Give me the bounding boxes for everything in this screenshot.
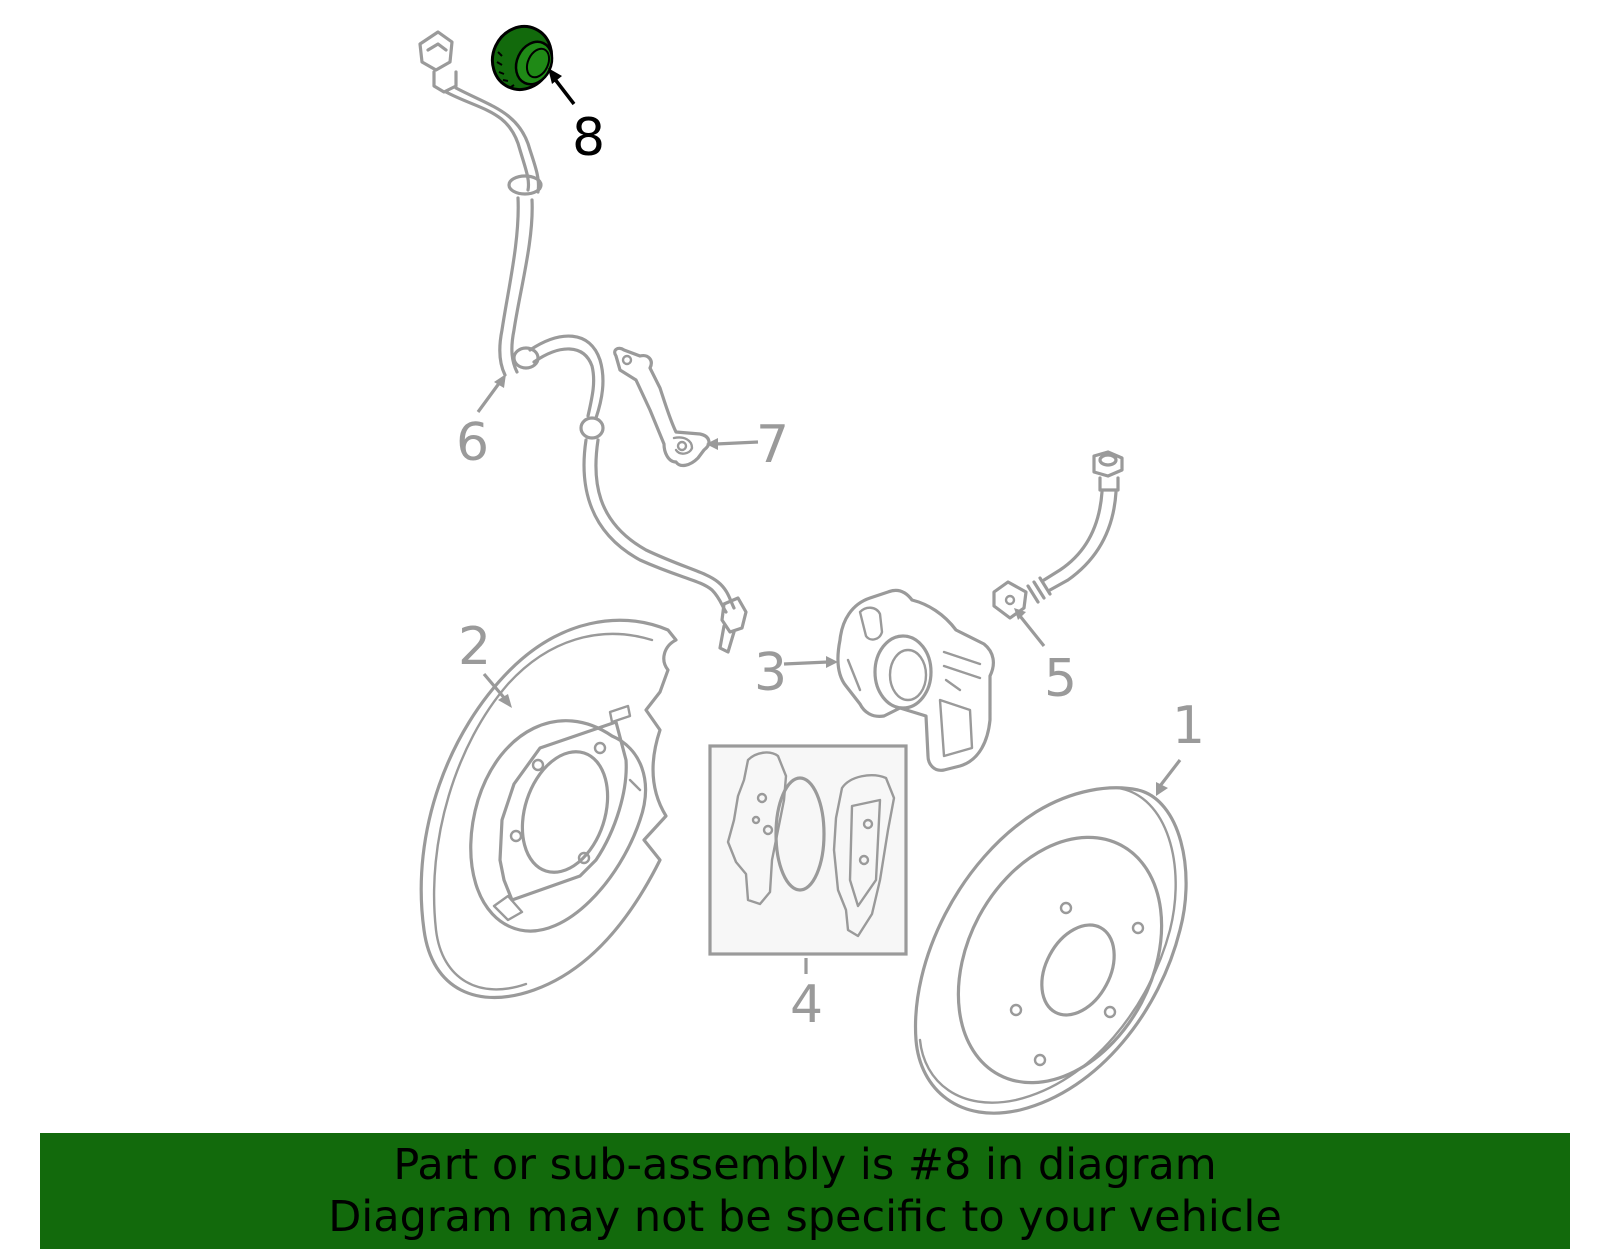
- callout-4[interactable]: 4: [790, 975, 823, 1035]
- callout-3[interactable]: 3: [754, 643, 787, 703]
- banner-line-1: Part or sub-assembly is #8 in diagram: [393, 1140, 1217, 1190]
- part-3-caliper[interactable]: [836, 588, 995, 772]
- callout-8[interactable]: 8: [572, 108, 605, 168]
- callout-7[interactable]: 7: [756, 415, 789, 475]
- callout-1[interactable]: 1: [1172, 696, 1205, 756]
- part-2-backing-plate[interactable]: [419, 618, 678, 999]
- part-6-abs-sensor-wire[interactable]: [418, 30, 748, 654]
- part-5-brake-hose[interactable]: [992, 450, 1124, 620]
- info-banner: Part or sub-assembly is #8 in diagram Di…: [40, 1133, 1570, 1249]
- banner-line-2: Diagram may not be specific to your vehi…: [328, 1192, 1282, 1242]
- part-7-bracket[interactable]: [613, 346, 711, 468]
- callout-6[interactable]: 6: [456, 413, 489, 473]
- callout-2[interactable]: 2: [458, 617, 491, 677]
- part-4-brake-pads[interactable]: [708, 744, 908, 956]
- callout-leaders: [476, 68, 1182, 974]
- callout-5[interactable]: 5: [1044, 649, 1077, 709]
- part-1-rotor[interactable]: [913, 786, 1203, 1118]
- part-8-ring[interactable]: [482, 17, 562, 100]
